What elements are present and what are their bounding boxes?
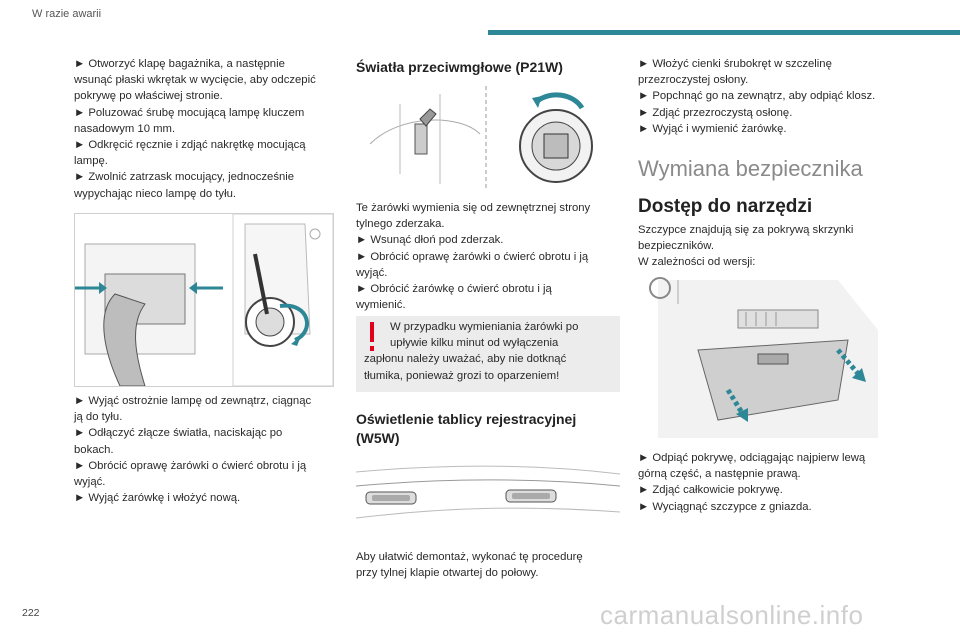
col2-fog-text: Te żarówki wymienia się od zewnętrznej s…	[356, 200, 622, 313]
text-line: ► Wyjąć i wymienić żarówkę.	[638, 122, 787, 135]
text-line: Szczypce znajdują się za pokrywą skrzynk…	[638, 224, 854, 236]
text-line: wypychając nieco lampę do tyłu.	[74, 187, 237, 200]
text-line: nasadowym 10 mm.	[74, 122, 176, 135]
text-line: ► Zdjąć całkowicie pokrywę.	[638, 484, 783, 497]
plate-light-heading-line2: (W5W)	[356, 430, 400, 446]
header-section-title: W razie awarii	[32, 8, 102, 20]
page-number: 222	[22, 607, 40, 619]
fog-lamp-illustration	[360, 84, 620, 192]
warning-exclamation-icon	[370, 322, 374, 351]
text-line: tłumika, ponieważ grozi to oparzeniem!	[364, 369, 560, 382]
text-line: upływie kilku minut od wyłączenia	[390, 337, 559, 350]
text-line: bokach.	[74, 443, 114, 456]
col3-heading-fuse: Wymiana bezpiecznika	[638, 156, 928, 182]
text-line: pokrywę po właściwej stronie.	[74, 90, 223, 103]
text-line: wyjąć.	[356, 266, 388, 279]
text-line: ► Wsunąć dłoń pod zderzak.	[356, 234, 504, 247]
col2-heading-fog: Światła przeciwmgłowe (P21W)	[356, 58, 626, 77]
text-line: górną część, a następnie prawą.	[638, 468, 801, 481]
fuse-box-cover-illustration	[638, 270, 896, 438]
text-line: ► Wyjąć żarówkę i włożyć nową.	[74, 492, 241, 505]
text-line: przy tylnej klapie otwartej do połowy.	[356, 567, 539, 580]
text-line: ► Zwolnić zatrzask mocujący, jednocześni…	[74, 171, 295, 184]
steering-wheel-icon	[649, 277, 671, 299]
plate-light-illustration	[355, 454, 621, 536]
col1-steps-top: ► Otworzyć klapę bagażnika, a następnie …	[74, 56, 336, 202]
text-line: ją do tyłu.	[74, 411, 123, 424]
col1-steps-bottom: ► Wyjąć ostrożnie lampę od zewnątrz, cią…	[74, 393, 336, 506]
fog-lamp-heading: Światła przeciwmgłowe (P21W)	[356, 59, 563, 75]
text-line: lampę.	[74, 155, 108, 168]
warning-box: W przypadku wymieniania żarówki po upływ…	[356, 316, 620, 392]
text-line: wsunąć płaski wkrętak w wycięcie, aby od…	[74, 74, 316, 87]
text-line: Aby ułatwić demontaż, wykonać tę procedu…	[356, 551, 583, 563]
fuse-replacement-heading: Wymiana bezpiecznika	[638, 156, 863, 181]
text-line: ► Otworzyć klapę bagażnika, a następnie	[74, 58, 285, 70]
text-line: ► Obrócić oprawę żarówki o ćwierć obrotu…	[356, 250, 589, 263]
text-line: ► Wyciągnąć szczypce z gniazda.	[638, 500, 812, 513]
text-line: bezpieczników.	[638, 240, 714, 253]
text-line: przezroczystej osłony.	[638, 74, 749, 87]
text-line: ► Odkręcić ręcznie i zdjąć nakrętkę mocu…	[74, 139, 306, 152]
text-line: tylnego zderzaka.	[356, 218, 445, 231]
col3-steps-top: ► Włożyć cienki śrubokręt w szczelinę pr…	[638, 56, 910, 137]
tools-access-heading: Dostęp do narzędzi	[638, 196, 813, 217]
text-line: zapłonu należy uważać, aby nie dotknąć	[364, 353, 567, 366]
tail-lamp-removal-illustration	[74, 213, 334, 387]
text-line: wyjąć.	[74, 476, 106, 489]
text-line: W przypadku wymieniania żarówki po	[390, 321, 579, 333]
text-line: Te żarówki wymienia się od zewnętrznej s…	[356, 202, 591, 214]
text-line: ► Popchnąć go na zewnątrz, aby odpiąć kl…	[638, 90, 876, 103]
text-line: W zależności od wersji:	[638, 256, 756, 269]
col2-plate-text: Aby ułatwić demontaż, wykonać tę procedu…	[356, 549, 626, 581]
col2-heading-plate: Oświetlenie tablicy rejestracyjnej (W5W)	[356, 410, 626, 448]
text-line: ► Włożyć cienki śrubokręt w szczelinę	[638, 58, 832, 70]
col3-steps-bottom: ► Odpiąć pokrywę, odciągając najpierw le…	[638, 450, 910, 515]
header-accent-bar	[488, 30, 960, 35]
text-line: ► Wyjąć ostrożnie lampę od zewnątrz, cią…	[74, 395, 312, 407]
text-line: ► Obrócić żarówkę o ćwierć obrotu i ją	[356, 283, 552, 296]
text-line: ► Obrócić oprawę żarówki o ćwierć obrotu…	[74, 459, 307, 472]
plate-light-heading-line1: Oświetlenie tablicy rejestracyjnej	[356, 411, 577, 427]
col3-heading-tools: Dostęp do narzędzi	[638, 196, 928, 218]
text-line: ► Zdjąć przezroczystą osłonę.	[638, 106, 793, 119]
col3-tools-text: Szczypce znajdują się za pokrywą skrzynk…	[638, 222, 910, 271]
text-line: wymienić.	[356, 299, 406, 312]
text-line: ► Odpiąć pokrywę, odciągając najpierw le…	[638, 452, 866, 464]
text-line: ► Poluzować śrubę mocującą lampę kluczem	[74, 106, 305, 119]
watermark: carmanualsonline.info	[600, 600, 864, 630]
text-line: ► Odłączyć złącze światła, naciskając po	[74, 427, 283, 440]
